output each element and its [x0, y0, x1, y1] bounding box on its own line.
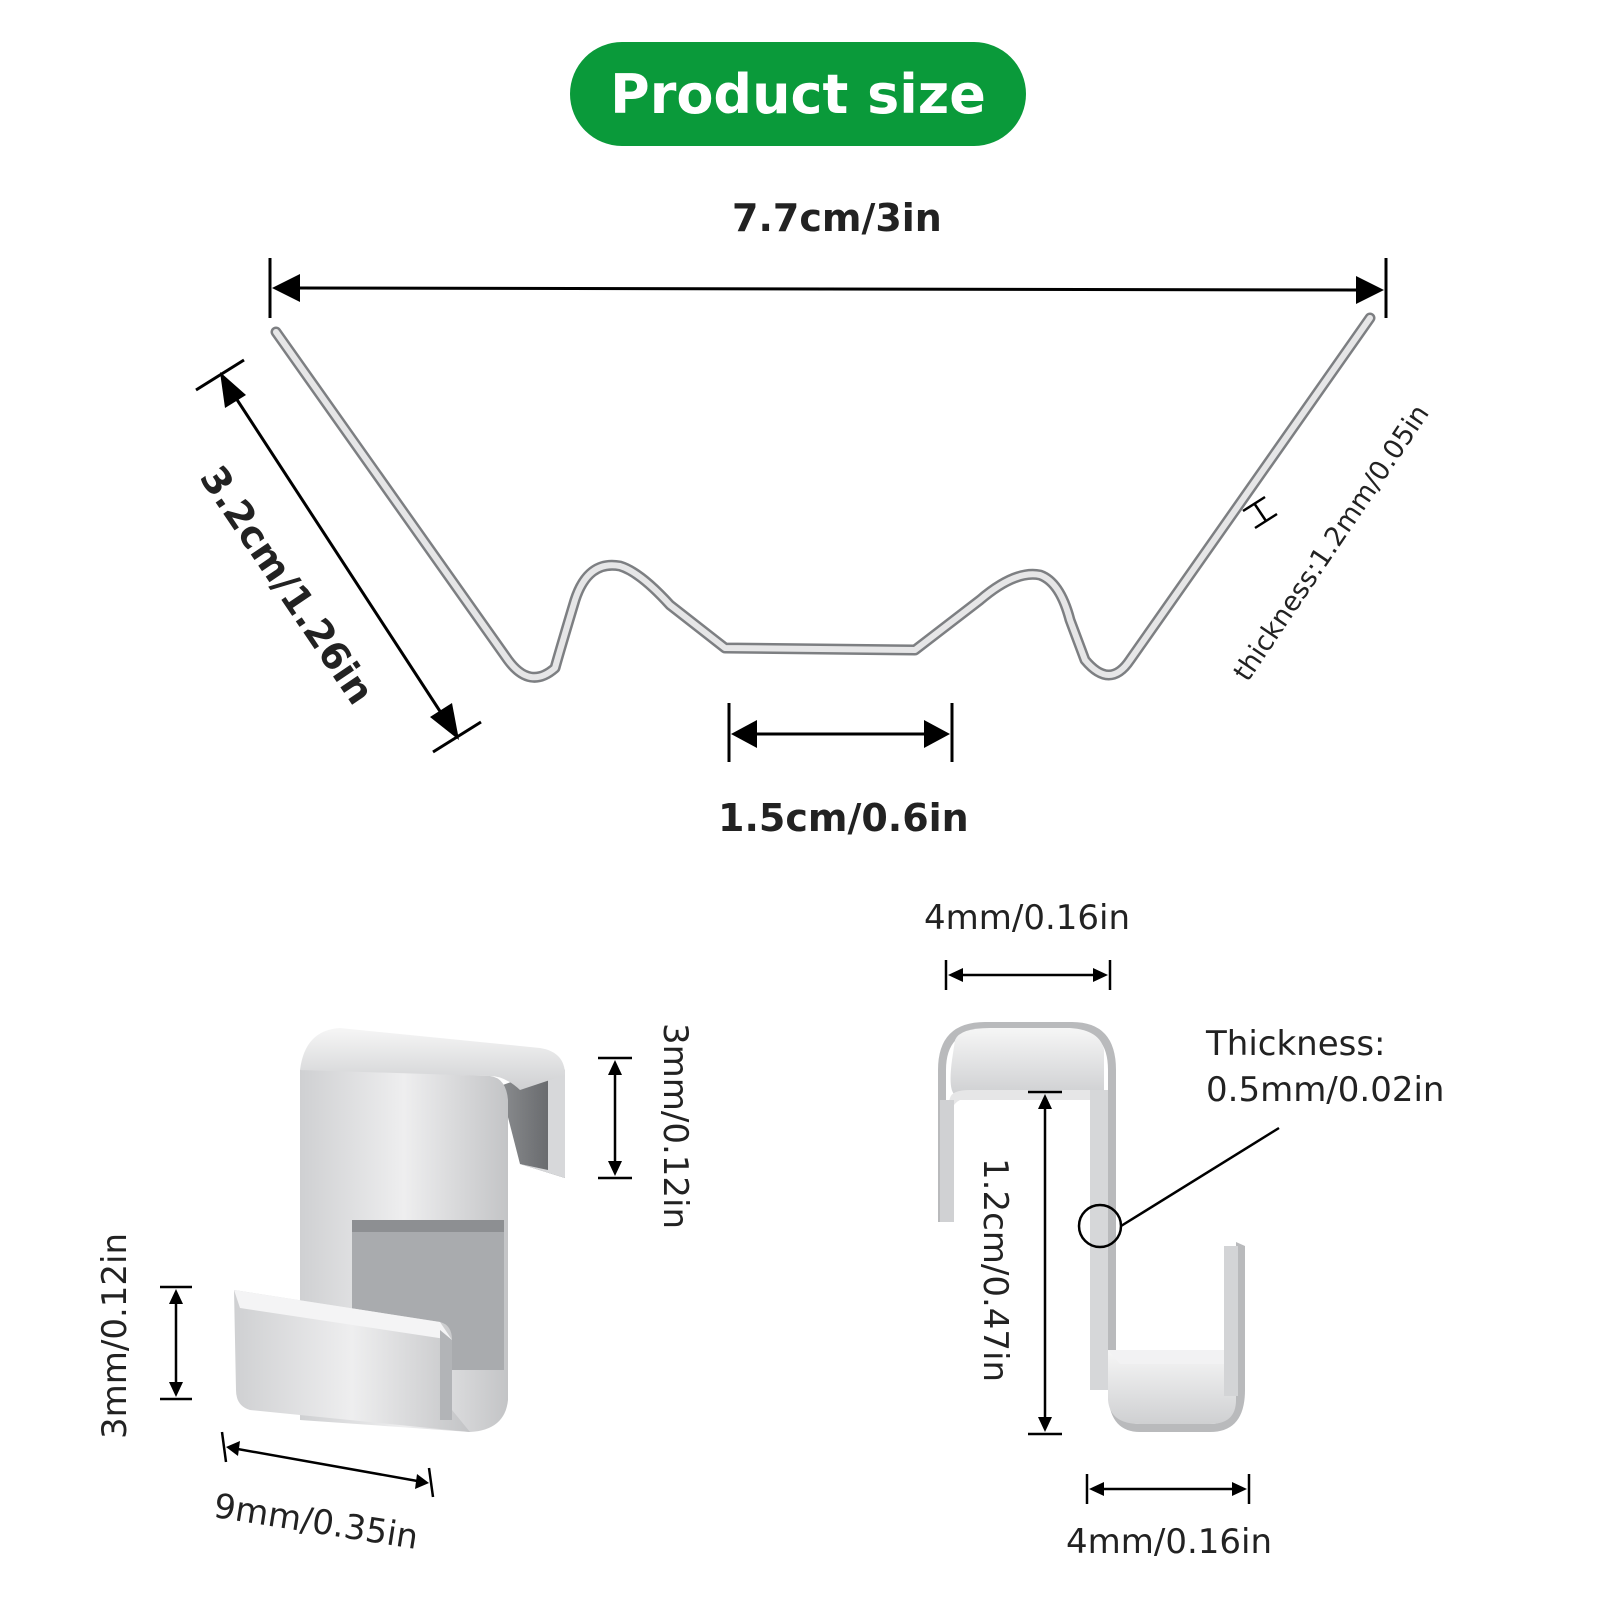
wire-clip-body: [273, 315, 1373, 681]
dimension-left-bottom-height: [160, 1285, 192, 1401]
label-left-bottom-height: 3mm/0.12in: [95, 1232, 135, 1439]
dimension-right-top-width: [944, 960, 1112, 990]
wire-thickness-marker: [1242, 495, 1278, 530]
title-pill: Product size: [570, 42, 1026, 146]
dimension-bottom-width: [727, 703, 954, 762]
label-right-top-width: 4mm/0.16in: [924, 898, 1131, 938]
dimension-right-height: [1028, 1090, 1062, 1436]
dimension-arm-length: [195, 358, 482, 754]
label-bottom-width: 1.5cm/0.6in: [718, 796, 969, 840]
dimension-left-width: [220, 1431, 435, 1498]
label-thickness-title: Thickness:: [1206, 1024, 1386, 1064]
label-left-top-height: 3mm/0.12in: [655, 1023, 695, 1230]
s-clip-left: [234, 1028, 565, 1432]
label-right-height: 1.2cm/0.47in: [975, 1158, 1015, 1383]
wire-clip: [270, 312, 1376, 683]
label-total-length: 7.7cm/3in: [732, 196, 942, 240]
dimension-right-bottom-width: [1085, 1474, 1251, 1504]
page-title: Product size: [610, 62, 986, 126]
label-thickness-value: 0.5mm/0.02in: [1206, 1070, 1445, 1110]
wire-clip-shadow: [270, 312, 1376, 683]
label-right-bottom-width: 4mm/0.16in: [1066, 1522, 1273, 1562]
dimension-total-length: [268, 258, 1388, 318]
s-clip-right: [938, 1022, 1245, 1432]
thickness-callout: [1077, 1126, 1280, 1249]
dimension-left-top-height: [598, 1056, 632, 1180]
